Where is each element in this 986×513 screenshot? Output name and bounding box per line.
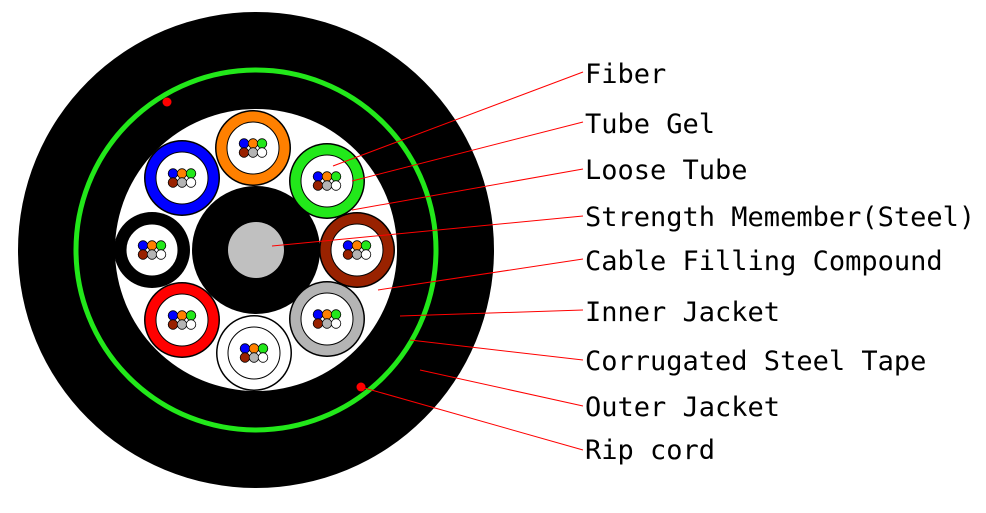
fiber: [146, 240, 158, 251]
fiber: [257, 343, 269, 354]
loose-tube: [144, 140, 220, 216]
fiber: [185, 177, 197, 188]
fiber: [312, 309, 324, 320]
fiber: [176, 319, 188, 330]
fiber: [248, 352, 260, 363]
label-corrugated-steel-tape: Corrugated Steel Tape: [585, 346, 927, 377]
fiber: [321, 171, 333, 182]
fiber: [247, 138, 259, 149]
fiber: [155, 249, 167, 260]
fiber: [330, 318, 342, 329]
label-loose-tube: Loose Tube: [585, 155, 748, 186]
fiber: [167, 168, 179, 179]
fiber: [167, 310, 179, 321]
loose-tube: [289, 281, 365, 357]
leader-line: [419, 369, 584, 407]
strength-member-steel: [228, 222, 284, 278]
fiber: [155, 240, 167, 251]
fiber: [176, 177, 188, 188]
loose-tube: [319, 212, 395, 288]
fiber: [321, 318, 333, 329]
loose-tube: [216, 315, 292, 391]
fiber: [312, 318, 324, 329]
corrugated-steel-tape: [73, 67, 439, 433]
label-fiber: Fiber: [585, 59, 667, 90]
leader-line: [399, 309, 584, 317]
fiber: [256, 147, 268, 158]
fiber: [146, 249, 158, 260]
label-inner-jacket: Inner Jacket: [585, 297, 781, 328]
leader-line: [360, 386, 584, 451]
fiber: [351, 240, 363, 251]
loose-tube: [215, 110, 291, 186]
fiber: [312, 180, 324, 191]
fiber: [360, 249, 372, 260]
fiber: [239, 352, 251, 363]
fiber: [167, 319, 179, 330]
fiber: [330, 171, 342, 182]
loose-tubes-group: [114, 110, 395, 391]
rip-cord-top: [162, 97, 172, 107]
fiber: [185, 168, 197, 179]
label-rip-cord: Rip cord: [585, 435, 716, 466]
fiber: [137, 249, 149, 260]
fiber: [247, 147, 259, 158]
fiber: [167, 177, 179, 188]
fiber: [248, 343, 260, 354]
fiber: [257, 352, 269, 363]
leader-line: [351, 121, 584, 182]
fiber: [256, 138, 268, 149]
leader-line: [271, 215, 584, 247]
leader-line: [409, 339, 584, 361]
fiber: [330, 309, 342, 320]
fiber: [185, 310, 197, 321]
leader-line: [377, 258, 584, 291]
label-tube-gel: Tube Gel: [585, 109, 716, 140]
leader-line: [351, 168, 584, 211]
loose-tube: [114, 212, 190, 288]
label-cable-filling-compound: Cable Filling Compound: [585, 246, 943, 277]
fiber: [321, 180, 333, 191]
fiber: [176, 310, 188, 321]
fiber: [351, 249, 363, 260]
fiber: [312, 171, 324, 182]
fiber: [330, 180, 342, 191]
leader-line: [332, 71, 584, 167]
loose-tube: [289, 143, 365, 219]
fiber: [238, 147, 250, 158]
fiber: [360, 240, 372, 251]
loose-tube: [144, 282, 220, 358]
fiber: [321, 309, 333, 320]
fiber: [342, 249, 354, 260]
leader-lines-group: [271, 71, 584, 451]
fiber: [137, 240, 149, 251]
label-outer-jacket: Outer Jacket: [585, 392, 781, 423]
fiber: [176, 168, 188, 179]
fiber: [239, 343, 251, 354]
fiber: [238, 138, 250, 149]
fiber: [342, 240, 354, 251]
label-strength-member: Strength Memember(Steel): [585, 202, 976, 233]
fiber: [185, 319, 197, 330]
